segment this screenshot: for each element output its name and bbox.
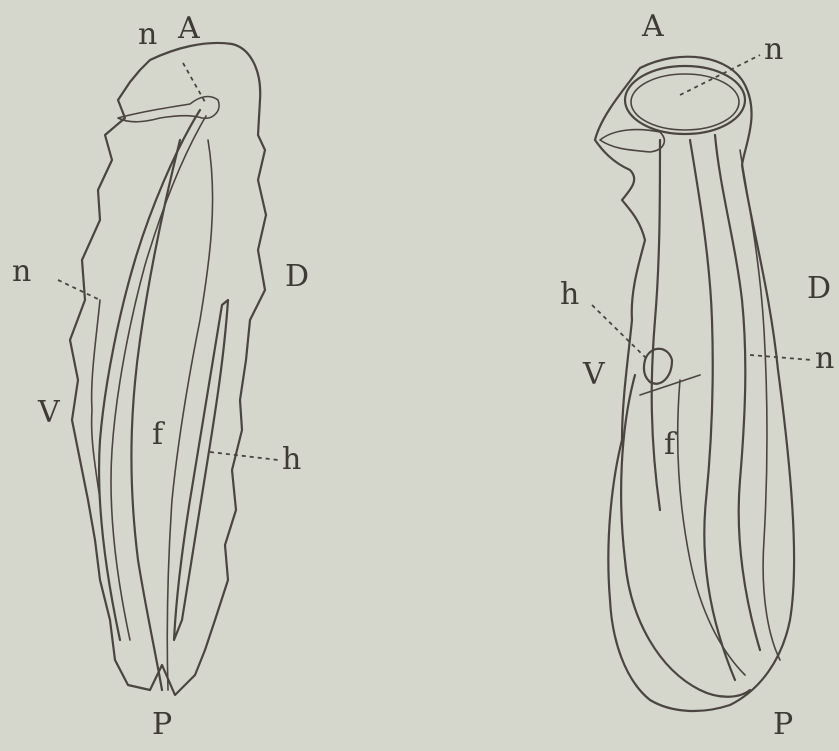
right-inner-band-3 (715, 135, 760, 650)
left-label-n-side: n (12, 257, 31, 287)
right-specimen-drawing (595, 57, 794, 711)
left-ventral-band (99, 110, 200, 640)
left-label-f: f (152, 420, 163, 450)
right-label-n-side: n (815, 344, 834, 374)
right-label-h: h (560, 280, 579, 310)
right-anterior-vesicle-inner (631, 74, 739, 130)
right-anterior-vesicle (625, 66, 745, 134)
left-label-d: D (285, 262, 309, 292)
right-label-p: P (773, 710, 793, 740)
left-label-v: V (38, 398, 60, 428)
right-hydrocoel (644, 349, 672, 384)
left-label-a: A (178, 14, 200, 44)
left-food-canal-inner (167, 140, 212, 690)
right-septum (640, 375, 700, 395)
left-leader-h (210, 452, 278, 460)
right-inner-band-1 (652, 140, 660, 510)
right-label-d: D (807, 274, 831, 304)
left-food-canal (131, 140, 180, 690)
right-leader-h (592, 305, 648, 360)
left-specimen-drawing (70, 43, 266, 695)
left-label-n-top: n (138, 20, 157, 50)
right-label-f: f (664, 430, 675, 460)
right-label-v: V (583, 360, 605, 390)
left-label-p: P (152, 710, 172, 740)
right-label-a: A (642, 12, 664, 42)
left-hydrocoel (174, 300, 228, 640)
right-inner-band-4 (740, 150, 780, 660)
right-outer-outline (595, 57, 794, 711)
left-leader-n-top (183, 63, 205, 102)
right-head-notch (600, 130, 664, 152)
left-label-h: h (282, 445, 301, 475)
right-label-n-top: n (764, 35, 783, 65)
right-leader-n-side (750, 355, 812, 360)
left-leader-n-side (58, 280, 100, 300)
